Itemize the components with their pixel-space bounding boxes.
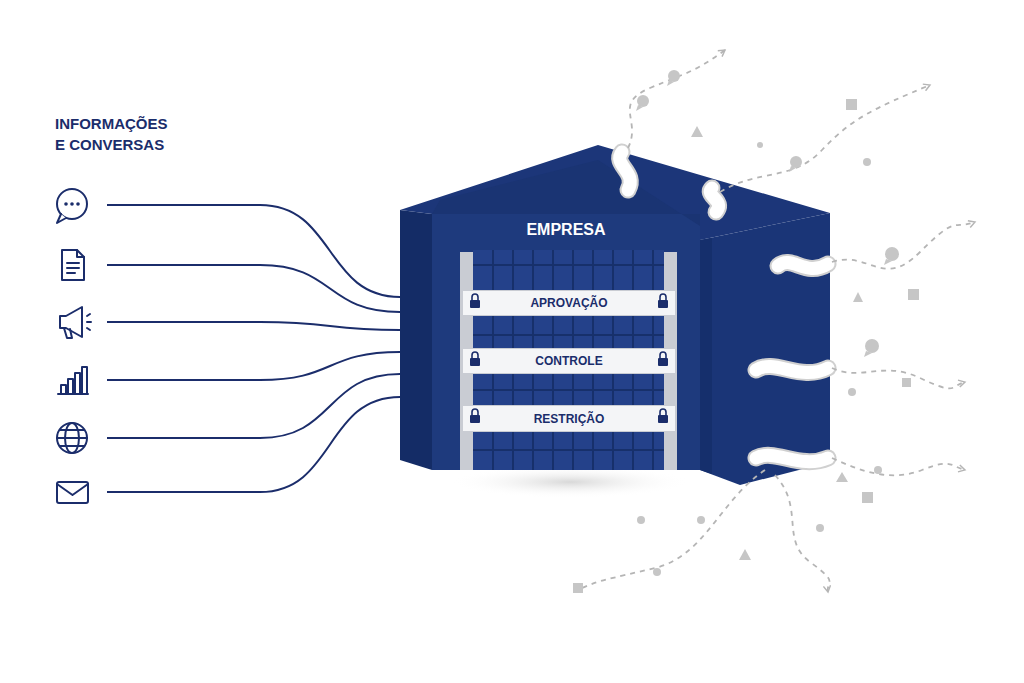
padlock-icon — [470, 294, 480, 308]
leak-opening — [778, 263, 828, 269]
heading-title: INFORMAÇÕES E CONVERSAS — [55, 113, 175, 155]
gate-band: RESTRIÇÃO — [462, 405, 676, 432]
padlock-icon — [470, 409, 480, 423]
document-icon — [62, 250, 84, 280]
bar-chart-icon-bar — [61, 385, 66, 394]
chat-fragment — [864, 339, 879, 357]
dot-fragment — [848, 388, 856, 396]
megaphone-icon-handle — [64, 328, 72, 338]
chat-fragment — [884, 247, 899, 265]
dot-fragment — [653, 568, 661, 576]
gate-band: APROVAÇÃO — [462, 290, 676, 316]
document-icon-page — [62, 250, 84, 280]
globe-icon — [57, 423, 87, 453]
dot-fragment — [757, 142, 763, 148]
input-wire — [107, 322, 440, 330]
leak-flow-line — [582, 470, 765, 588]
band-label: APROVAÇÃO — [530, 296, 607, 310]
band-label: RESTRIÇÃO — [534, 412, 605, 426]
leak-flow-arrow — [720, 85, 930, 192]
megaphone-icon-body — [60, 307, 82, 337]
building-corner — [700, 238, 712, 474]
padlock-icon — [658, 294, 668, 308]
bar-chart-icon-bar — [68, 379, 73, 394]
globe-icon-parallels — [57, 430, 87, 446]
globe-icon-outline — [57, 423, 87, 453]
leak-opening — [620, 152, 631, 190]
leak-flow-arrow — [832, 222, 975, 269]
leak-gap — [620, 152, 631, 190]
padlock-icon — [470, 352, 480, 366]
chat-fragment — [667, 70, 680, 86]
bar-chart-icon-bar — [82, 367, 87, 394]
envelope-icon-body — [57, 482, 88, 503]
input-wire — [107, 352, 440, 380]
megaphone-icon — [60, 307, 91, 338]
leak-flow-arrow — [775, 475, 830, 592]
leak-outline — [756, 367, 828, 373]
building-shadow — [450, 466, 690, 498]
triangle-fragment — [836, 472, 848, 482]
gate-band: CONTROLE — [462, 348, 676, 374]
square-fragment — [908, 289, 919, 300]
input-wire — [107, 205, 440, 297]
building-label: EMPRESA — [432, 214, 700, 240]
chat-icon-dot — [76, 202, 80, 206]
chat-icon-dot — [64, 202, 68, 206]
leak-gap — [710, 188, 718, 212]
padlock-icon — [658, 409, 668, 423]
chat-icon-dot — [70, 202, 74, 206]
bar-chart-icon — [58, 367, 88, 394]
input-wire — [107, 374, 440, 438]
leak-gap — [756, 367, 828, 373]
leak-flow-arrow — [628, 50, 725, 148]
chat-fragment — [789, 156, 802, 172]
leak-gap — [756, 455, 828, 461]
square-fragment — [862, 492, 873, 503]
triangle-fragment — [739, 549, 751, 560]
square-fragment — [573, 583, 583, 593]
chat-icon — [57, 189, 87, 223]
chat-icon-tail — [57, 214, 66, 223]
leak-opening — [756, 367, 828, 373]
leak-outline — [778, 263, 828, 269]
input-wire — [107, 265, 440, 312]
leak-opening — [756, 455, 828, 461]
leak-flow-arrow — [832, 458, 965, 475]
padlock-group — [470, 294, 668, 423]
leak-opening — [710, 188, 718, 212]
dot-fragment — [816, 524, 824, 532]
leak-flow-arrow — [832, 368, 965, 388]
leak-outline — [620, 152, 631, 190]
building-roof — [400, 145, 830, 240]
document-icon-lines — [67, 263, 79, 273]
megaphone-icon-sound — [87, 314, 91, 330]
building-left-face — [400, 210, 432, 470]
building-front-face — [432, 214, 700, 470]
dot-fragment — [637, 516, 645, 524]
dot-fragment — [863, 158, 871, 166]
building-face: EMPRESA APROVAÇÃO CONTROLE RESTRIÇÃO — [432, 214, 700, 470]
band-label: CONTROLE — [535, 354, 602, 368]
envelope-icon-flap — [57, 484, 88, 495]
square-fragment — [846, 99, 857, 110]
dot-fragment — [874, 466, 882, 474]
envelope-icon — [57, 482, 88, 503]
input-wire — [107, 397, 440, 492]
padlock-icon — [658, 352, 668, 366]
bar-chart-icon-bar — [75, 373, 80, 394]
document-icon-fold — [77, 250, 84, 257]
leak-outline — [756, 455, 828, 461]
leak-outline — [710, 188, 718, 212]
square-fragment — [902, 378, 911, 387]
triangle-fragment — [691, 126, 703, 137]
dot-fragment — [697, 516, 705, 524]
building-right-face — [700, 213, 830, 485]
building-roof-ridge — [432, 160, 700, 240]
leak-gap — [778, 263, 828, 269]
triangle-fragment — [853, 292, 863, 302]
chat-fragment — [636, 95, 649, 111]
